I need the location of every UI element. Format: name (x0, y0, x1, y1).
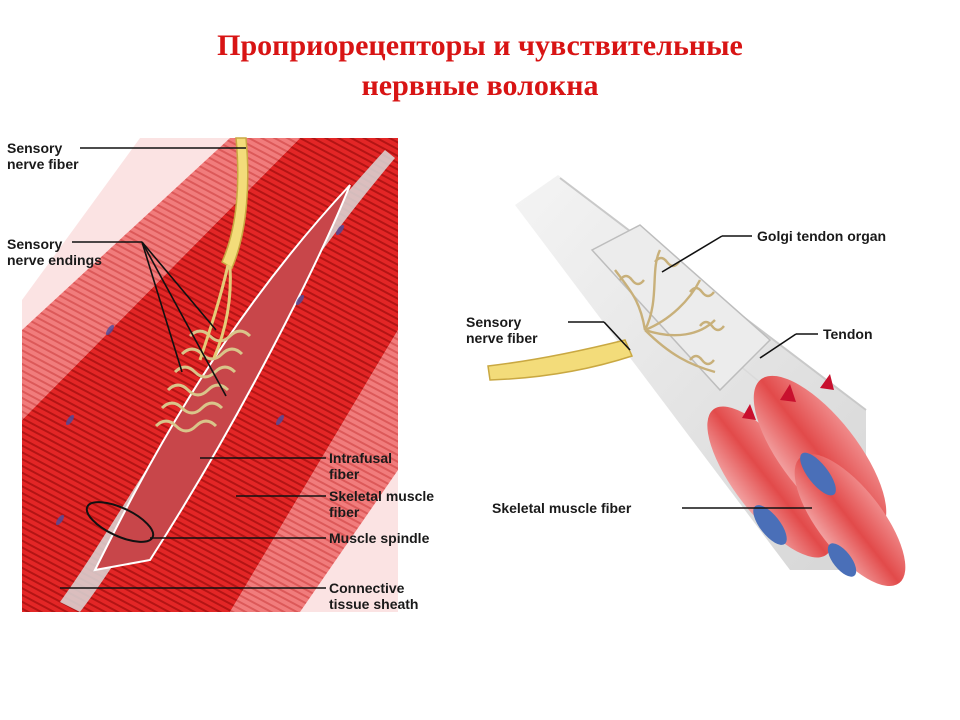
page-title: Проприорецепторы и чувствительные нервны… (0, 26, 960, 106)
label-line: Skeletal muscle (329, 488, 435, 504)
label-sensory-nerve-fiber-right: Sensory nerve fiber (466, 314, 538, 346)
label-line: nerve endings (7, 252, 102, 268)
golgi-tendon-organ-illustration (515, 175, 906, 587)
label-line: Sensory (7, 236, 63, 252)
muscle-spindle-illustration (22, 138, 398, 612)
label-connective-tissue-sheath: Connective tissue sheath (329, 580, 418, 612)
label-line: fiber (329, 466, 360, 482)
label-line: nerve fiber (7, 156, 79, 172)
sensory-nerve-fiber-shape-right (487, 339, 634, 381)
label-golgi-tendon-organ: Golgi tendon organ (757, 228, 887, 244)
sensory-nerve-fiber-shape-left (221, 137, 249, 270)
label-sensory-nerve-endings: Sensory nerve endings (7, 236, 102, 268)
label-tendon: Tendon (823, 326, 873, 342)
label-line: Sensory (7, 140, 63, 156)
label-sensory-nerve-fiber-left: Sensory nerve fiber (7, 140, 79, 172)
page-title-line-1: Проприорецепторы и чувствительные (217, 29, 743, 62)
label-line: Intrafusal (329, 450, 393, 466)
label-muscle-spindle: Muscle spindle (329, 530, 430, 546)
label-intrafusal-fiber: Intrafusal fiber (329, 450, 392, 482)
label-skeletal-muscle-fiber-right: Skeletal muscle fiber (492, 500, 632, 516)
label-line: tissue sheath (329, 596, 419, 612)
label-line: nerve fiber (466, 330, 538, 346)
page-title-line-2: нервные волокна (361, 69, 599, 102)
label-skeletal-muscle-fiber-left: Skeletal muscle fiber (329, 488, 434, 520)
label-line: Sensory (466, 314, 522, 330)
label-line: Connective (329, 580, 405, 596)
label-line: fiber (329, 504, 360, 520)
